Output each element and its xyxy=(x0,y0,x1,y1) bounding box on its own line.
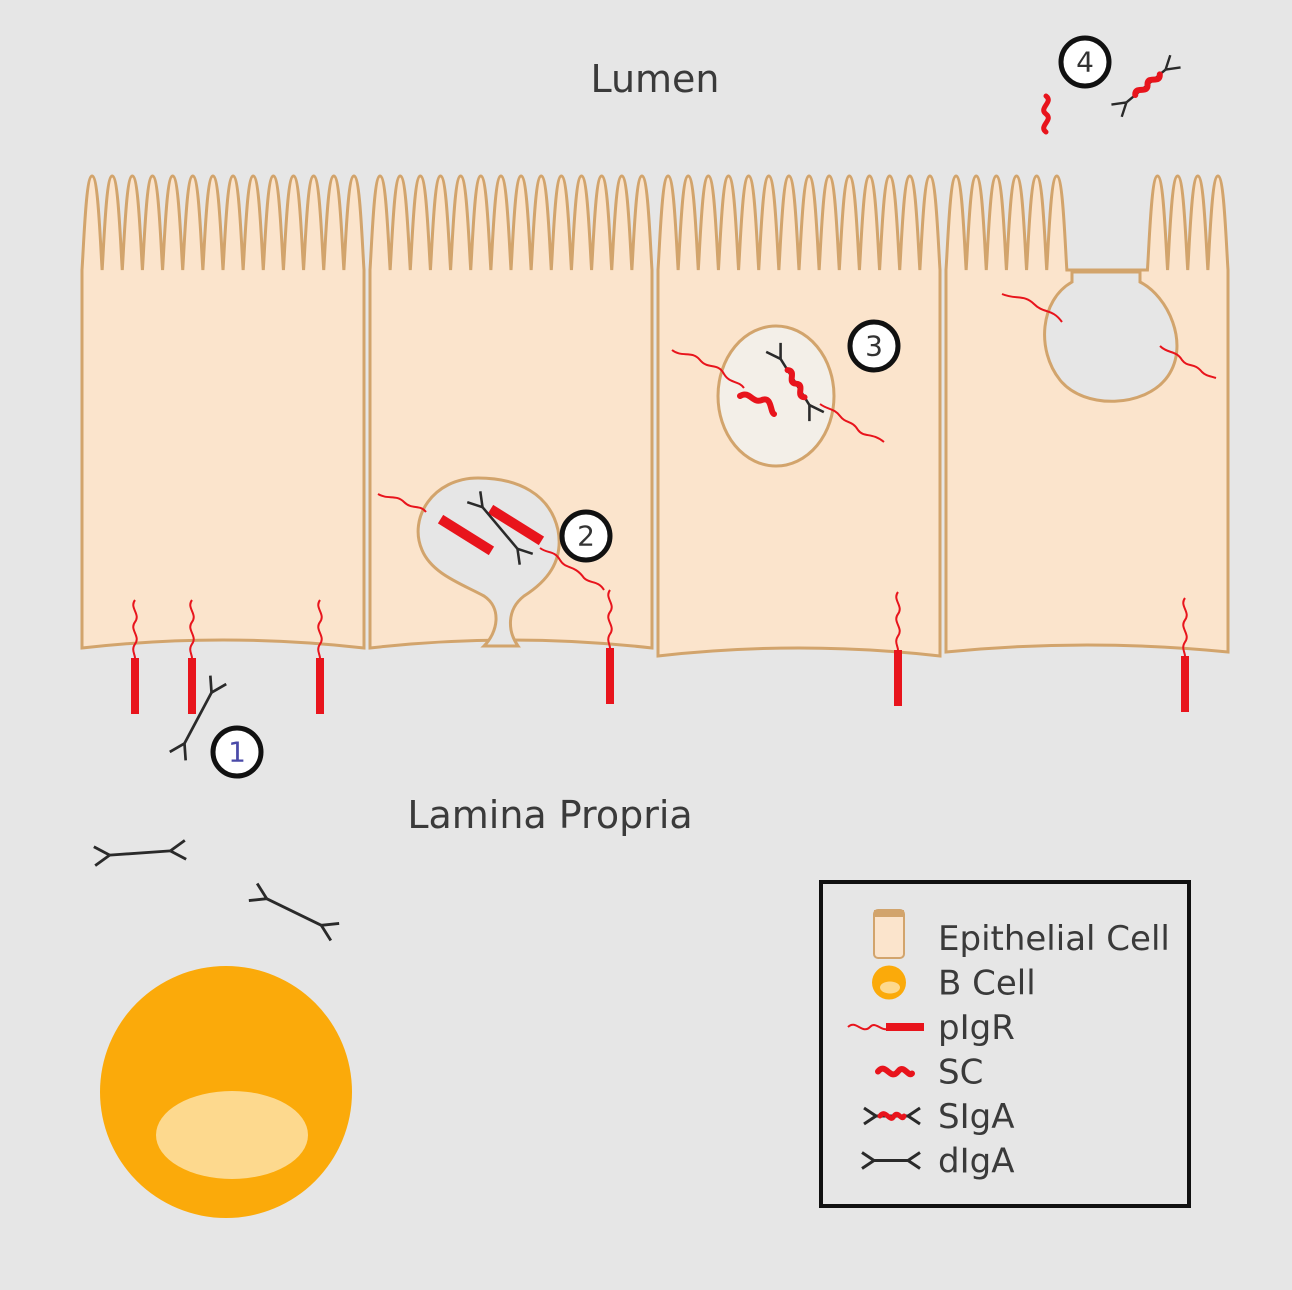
step-marker-2: 2 xyxy=(559,509,613,563)
legend-item: dIgA xyxy=(861,1142,1014,1182)
lumen-label: Lumen xyxy=(590,57,719,101)
legend-item: SIgA xyxy=(863,1097,1014,1137)
diga-icon xyxy=(861,1151,921,1170)
legend-item: B Cell xyxy=(872,964,1036,1004)
legend-label: dIgA xyxy=(938,1142,1014,1182)
epithelial-cell-icon xyxy=(873,909,905,959)
legend-item: pIgR xyxy=(847,1008,1015,1048)
legend-item: Epithelial Cell xyxy=(873,909,1170,959)
exocytic-pit xyxy=(1001,293,1217,379)
legend-label: B Cell xyxy=(938,964,1036,1004)
b-cell xyxy=(100,966,352,1218)
epithelial-cell xyxy=(944,174,1230,654)
sc-icon xyxy=(875,1065,915,1078)
released-siga xyxy=(1110,53,1182,119)
epithelium xyxy=(80,174,1230,658)
legend-label: SIgA xyxy=(938,1097,1014,1137)
epithelial-cell xyxy=(80,174,366,650)
endocytic-vesicle xyxy=(377,476,605,648)
step-marker-3: 3 xyxy=(847,319,901,373)
svg-text:1: 1 xyxy=(228,736,246,769)
svg-text:2: 2 xyxy=(577,520,595,553)
legend-label: Epithelial Cell xyxy=(938,919,1170,959)
svg-text:3: 3 xyxy=(865,330,883,363)
exocytosis-opening xyxy=(1043,270,1179,403)
legend-item: SC xyxy=(875,1053,983,1093)
released-sc xyxy=(1041,93,1051,135)
transcytotic-vesicle xyxy=(671,324,885,468)
siga-icon xyxy=(863,1106,921,1126)
svg-text:4: 4 xyxy=(1076,46,1094,79)
b-cell-icon xyxy=(872,965,906,1000)
legend-label: pIgR xyxy=(938,1008,1015,1048)
legend-label: SC xyxy=(938,1053,983,1093)
free-diga xyxy=(247,882,341,942)
pigr-icon xyxy=(847,1023,924,1031)
step-marker-4: 4 xyxy=(1058,35,1112,89)
free-diga xyxy=(92,838,188,868)
lamina-propria-label: Lamina Propria xyxy=(407,793,692,837)
step-marker-1: 1 xyxy=(210,725,264,779)
